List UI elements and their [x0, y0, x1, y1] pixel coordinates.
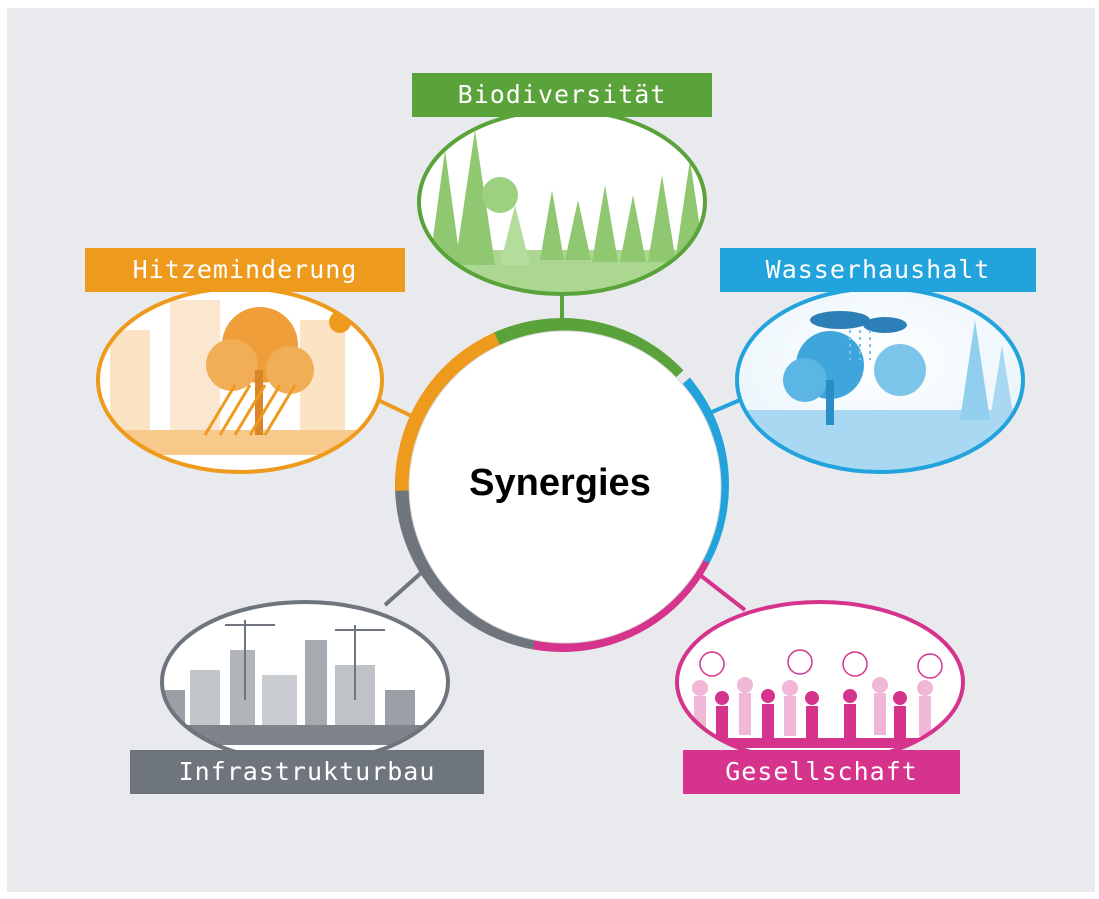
center-circle	[408, 330, 722, 644]
infrastructure-illustration	[160, 600, 450, 764]
label-infrastructure: Infrastrukturbau	[130, 750, 484, 794]
label-biodiversity: Biodiversität	[412, 73, 712, 117]
center-title: Synergies	[469, 462, 651, 504]
label-society: Gesellschaft	[683, 750, 960, 794]
label-water-balance: Wasserhaushalt	[720, 248, 1036, 292]
heat-mitigation-illustration	[96, 286, 384, 474]
label-heat-mitigation: Hitzeminderung	[85, 248, 405, 292]
water-balance-illustration	[735, 286, 1025, 474]
biodiversity-illustration	[417, 108, 707, 296]
society-illustration	[675, 600, 965, 764]
